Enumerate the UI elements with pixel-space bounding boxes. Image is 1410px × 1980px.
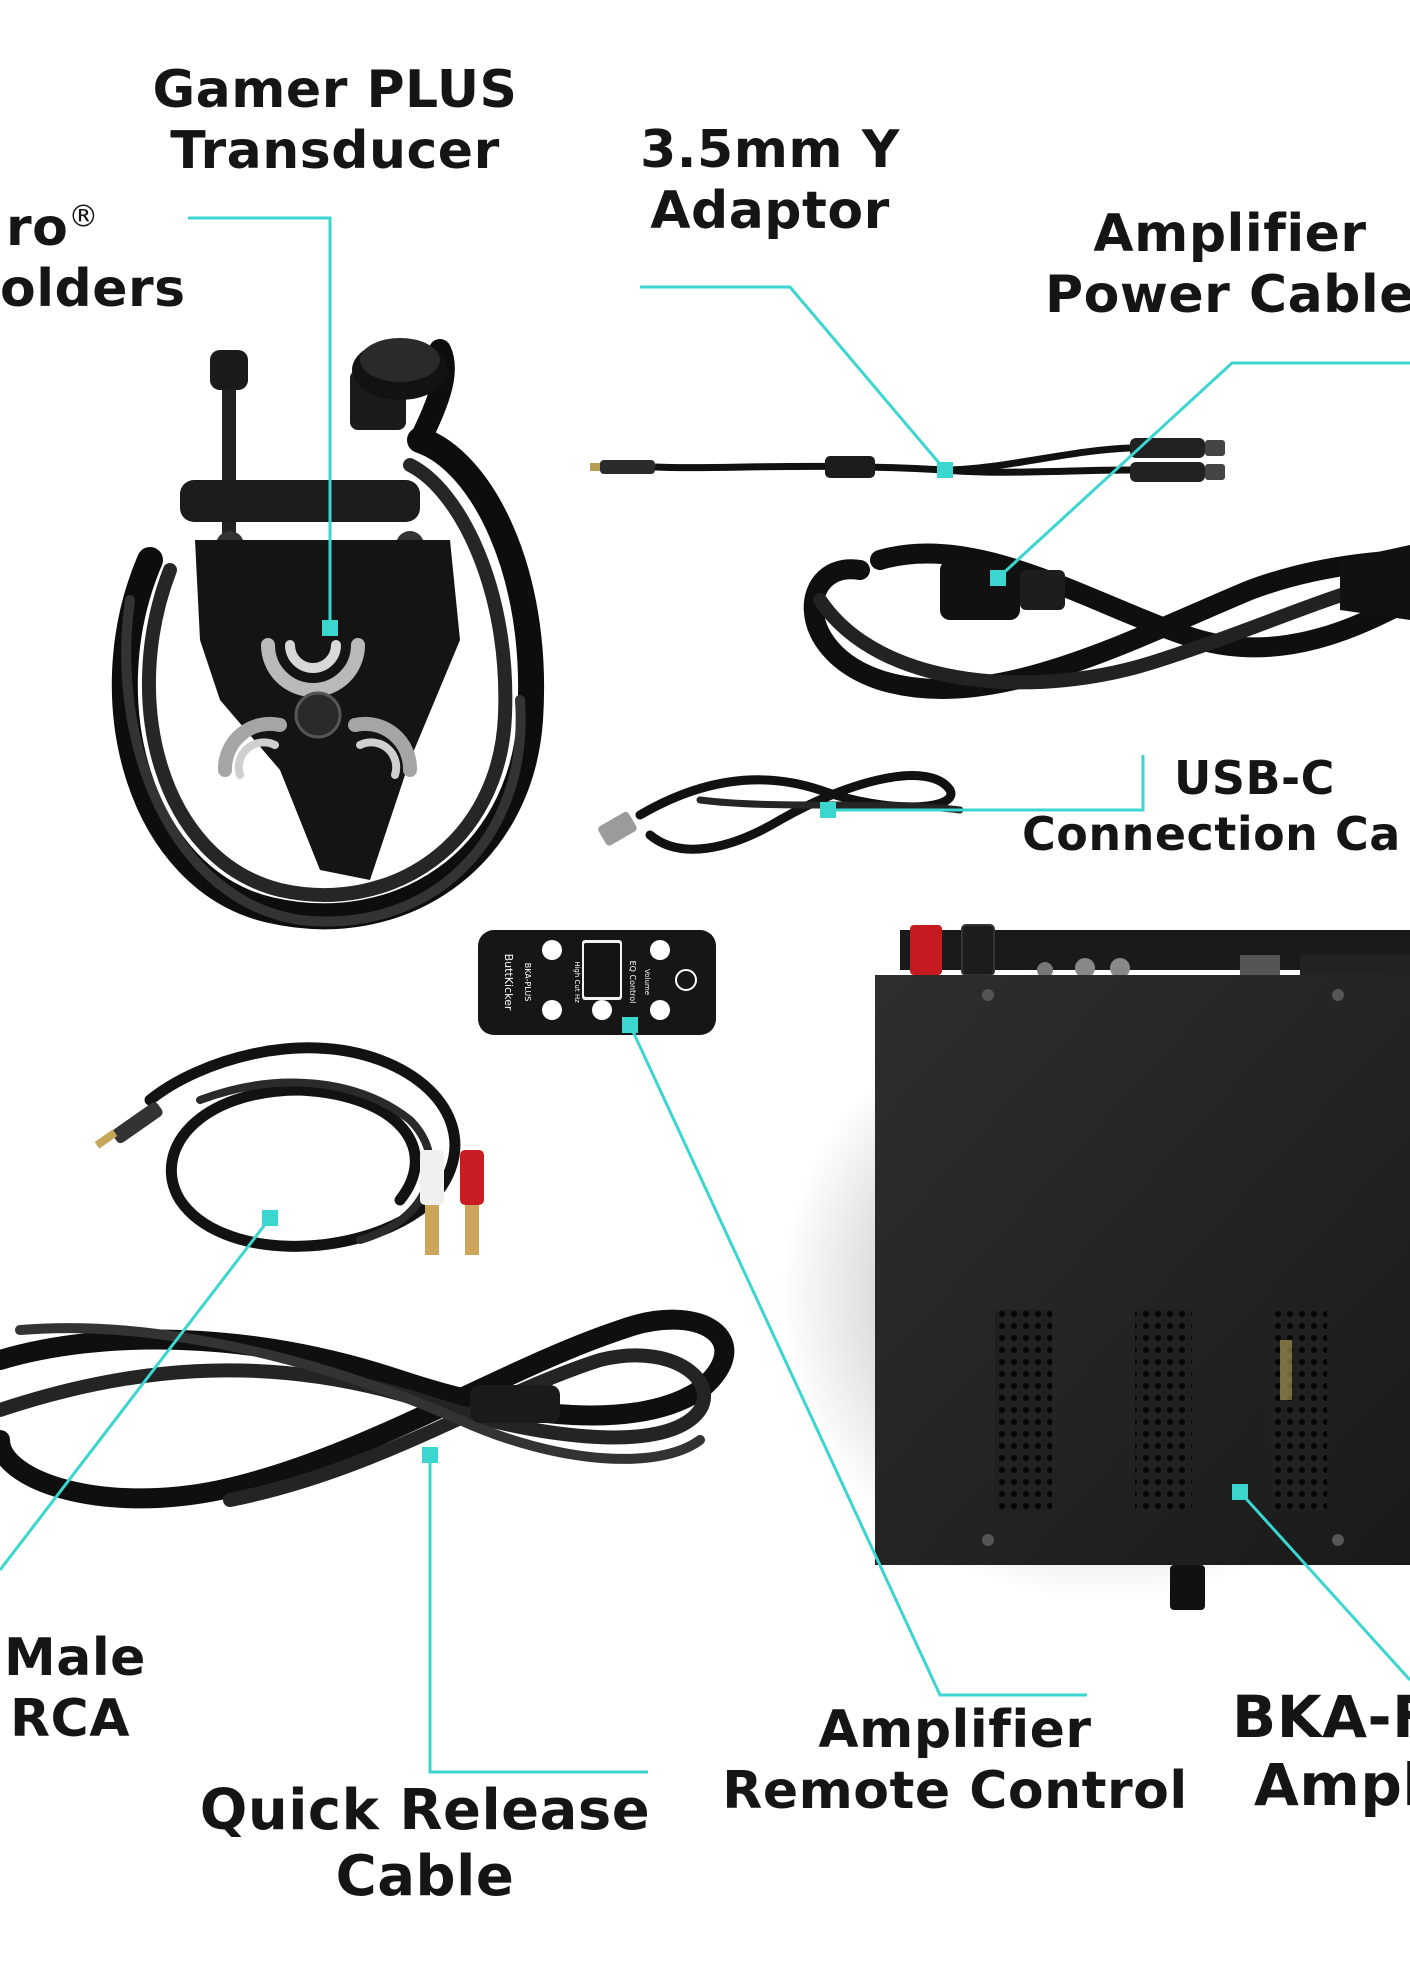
label-amplifier: BKA-F Ampl [1232, 1683, 1410, 1820]
label-power-cable: Amplifier Power Cable [1030, 204, 1410, 327]
registered-mark: ® [68, 199, 99, 235]
dot-remote [622, 1017, 638, 1033]
line-usb-cable [828, 755, 1145, 812]
transducer-emblem [218, 638, 417, 779]
callout-lines [0, 216, 1410, 1774]
label-transducer-line2: Transducer [170, 121, 500, 182]
label-y-adaptor: 3.5mm Y Adaptor [605, 120, 935, 243]
label-y-adaptor-line1: 3.5mm Y [640, 120, 900, 180]
dot-quick-release [422, 1447, 438, 1463]
quick-release-cable [0, 1309, 735, 1509]
label-amplifier-line1: BKA-F [1232, 1683, 1410, 1751]
label-rca-cable: Male RCA [0, 1628, 146, 1751]
dot-amplifier [1232, 1484, 1248, 1500]
label-power-cable-line1: Amplifier [1093, 204, 1367, 264]
remote-control: ButtKicker BKA-PLUS EQ Control High Cut … [478, 930, 716, 1035]
label-transducer-line1: Gamer PLUS [152, 60, 518, 120]
label-usb-cable-line2: Connection Ca [1022, 807, 1401, 862]
label-usb-cable-line1: USB-C [1174, 751, 1335, 805]
label-quick-release-line1: Quick Release [199, 1778, 651, 1843]
label-quick-release: Quick Release Cable [195, 1778, 655, 1910]
label-holders-line2: olders [0, 259, 186, 320]
label-rca-cable-line2: RCA [10, 1689, 130, 1750]
label-holders-line1: ro [6, 198, 69, 258]
label-rca-cable-line1: Male [4, 1628, 146, 1688]
dot-y-adaptor [937, 462, 953, 478]
clamp-rods [180, 338, 448, 559]
dot-transducer [322, 620, 338, 636]
line-rca-cable [0, 1217, 272, 1571]
line-remote [628, 1024, 1087, 1697]
dot-power-cable [990, 570, 1006, 586]
label-amplifier-line2: Ampl [1254, 1751, 1410, 1820]
label-holders: ro® olders [0, 198, 186, 321]
line-power-cable [996, 361, 1410, 580]
label-usb-cable: USB-C Connection Ca [1022, 750, 1401, 862]
callout-dots [262, 462, 1248, 1500]
dot-rca-cable [262, 1210, 278, 1226]
line-amplifier [1238, 1490, 1410, 1682]
usb-c-cable [598, 771, 964, 854]
line-transducer [188, 216, 332, 628]
label-power-cable-line2: Power Cable [1045, 265, 1410, 326]
label-quick-release-line2: Cable [335, 1844, 515, 1910]
line-quick-release [428, 1455, 648, 1774]
label-remote: Amplifier Remote Control [720, 1700, 1190, 1823]
amplifier-unit [780, 924, 1410, 1610]
label-transducer: Gamer PLUS Transducer [140, 60, 530, 183]
rca-cable [94, 1042, 484, 1255]
remote-brand-text: ButtKicker [502, 954, 515, 1011]
remote-volume-text: Volume [643, 969, 651, 995]
power-cable [803, 543, 1410, 699]
label-remote-line2: Remote Control [722, 1761, 1188, 1822]
label-y-adaptor-line2: Adaptor [650, 181, 890, 242]
remote-highcut-text: High Cut Hz [573, 961, 581, 1003]
transducer-assembly [111, 338, 545, 930]
remote-eq-text: EQ Control [628, 961, 637, 1004]
y-adaptor-cable [590, 438, 1225, 482]
label-remote-line1: Amplifier [818, 1700, 1092, 1760]
remote-model-text: BKA-PLUS [523, 963, 532, 1002]
line-y-adaptor [640, 285, 947, 471]
dot-usb-cable [820, 802, 836, 818]
